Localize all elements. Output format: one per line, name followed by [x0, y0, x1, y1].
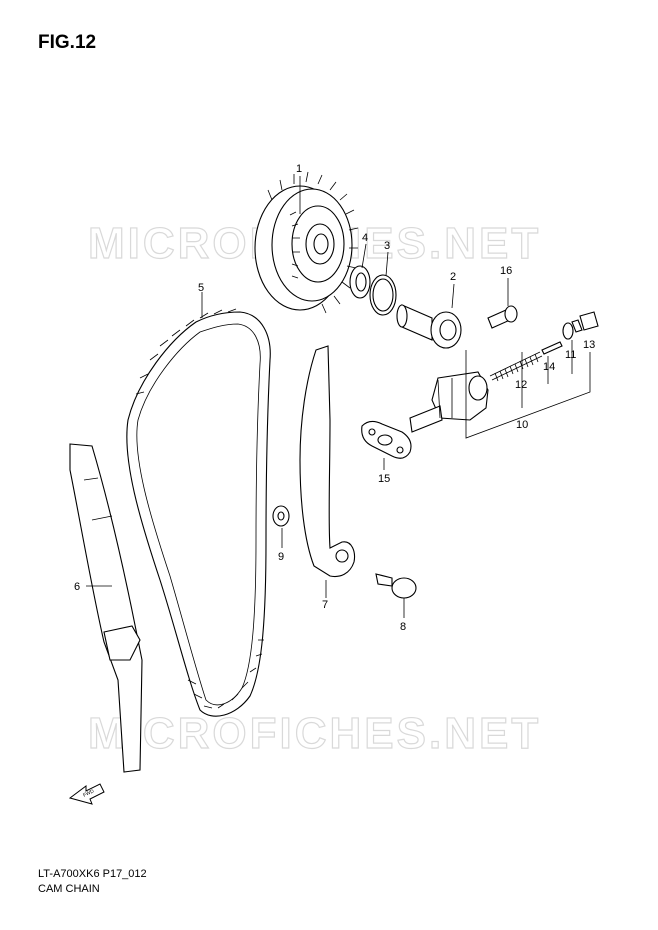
callout-9: 9 — [278, 551, 284, 563]
part-o-ring — [369, 274, 397, 316]
part-washer — [349, 265, 371, 299]
callout-13: 13 — [583, 339, 595, 351]
callout-11: 11 — [565, 349, 576, 361]
callout-12: 12 — [515, 379, 527, 391]
callout-7: 7 — [322, 599, 328, 611]
part-bolt-8 — [375, 573, 417, 599]
part-rod — [541, 341, 563, 355]
callout-15: 15 — [378, 473, 390, 485]
part-bolt-16 — [487, 305, 518, 329]
callouts: 1 2 3 4 5 6 7 8 9 10 11 12 13 14 15 16 — [74, 163, 595, 633]
callout-1: 1 — [296, 163, 302, 175]
part-spring — [489, 351, 543, 382]
model-code: LT-A700XK6 P17_012 — [38, 868, 147, 880]
part-tensioner — [409, 371, 489, 433]
part-tensioner-gasket — [361, 420, 412, 459]
part-shaft — [396, 304, 462, 349]
section-name: CAM CHAIN — [38, 883, 100, 895]
callout-6: 6 — [74, 581, 80, 593]
part-washer-9 — [272, 505, 290, 527]
watermark-bottom: MICROFICHES.NET — [88, 709, 541, 758]
callout-2: 2 — [450, 271, 456, 283]
figure-title: FIG.12 — [38, 32, 97, 53]
leader-lines — [86, 176, 591, 618]
callout-8: 8 — [400, 621, 406, 633]
part-plug-bolt — [571, 311, 599, 333]
fwd-arrow: FWD — [68, 783, 105, 805]
callout-3: 3 — [384, 240, 390, 252]
callout-5: 5 — [198, 282, 204, 294]
callout-14: 14 — [543, 361, 555, 373]
part-chain-guide-front — [299, 345, 356, 578]
part-chain-guide-rear — [69, 443, 143, 773]
callout-4: 4 — [362, 232, 368, 244]
part-cam-sprocket — [254, 171, 359, 314]
part-cam-chain — [126, 308, 271, 717]
fwd-label: FWD — [82, 788, 95, 799]
callout-16: 16 — [500, 265, 512, 277]
part-gasket-ring — [562, 322, 574, 340]
callout-10: 10 — [516, 419, 528, 431]
